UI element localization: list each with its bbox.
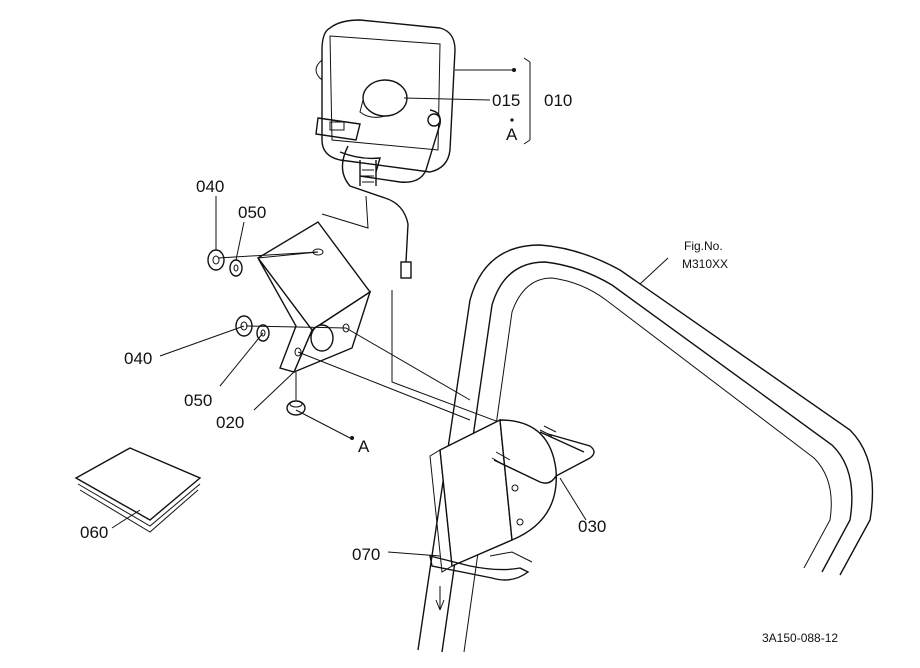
nut-040-top — [207, 249, 225, 271]
washer-050-top — [229, 259, 243, 277]
label-030: 030 — [578, 517, 606, 536]
rops-frame — [417, 244, 874, 653]
label-040-top: 040 — [196, 177, 224, 196]
label-040-bottom: 040 — [124, 349, 152, 368]
label-a-top: A — [506, 125, 518, 144]
label-015: 015 — [492, 91, 520, 110]
drawing-code: 3A150-088-12 — [762, 631, 838, 645]
lamp-bulb — [362, 79, 408, 117]
label-060: 060 — [80, 523, 108, 542]
work-lamp — [315, 19, 456, 279]
label-050-bottom: 050 — [184, 391, 212, 410]
fig-model-label: M310XX — [682, 257, 728, 271]
fig-no-label: Fig.No. — [684, 239, 723, 253]
label-010: 010 — [544, 91, 572, 110]
label-070: 070 — [352, 545, 380, 564]
instruction-sheet — [74, 447, 202, 533]
label-020: 020 — [216, 413, 244, 432]
assembly-lines — [217, 195, 521, 431]
grommet-a — [286, 400, 306, 416]
label-a-bottom: A — [358, 437, 370, 456]
cable-tie — [429, 551, 533, 581]
u-bolt-clamp — [429, 418, 595, 573]
lamp-bracket — [256, 221, 372, 374]
label-050-top: 050 — [238, 203, 266, 222]
leader-lines — [111, 57, 669, 611]
